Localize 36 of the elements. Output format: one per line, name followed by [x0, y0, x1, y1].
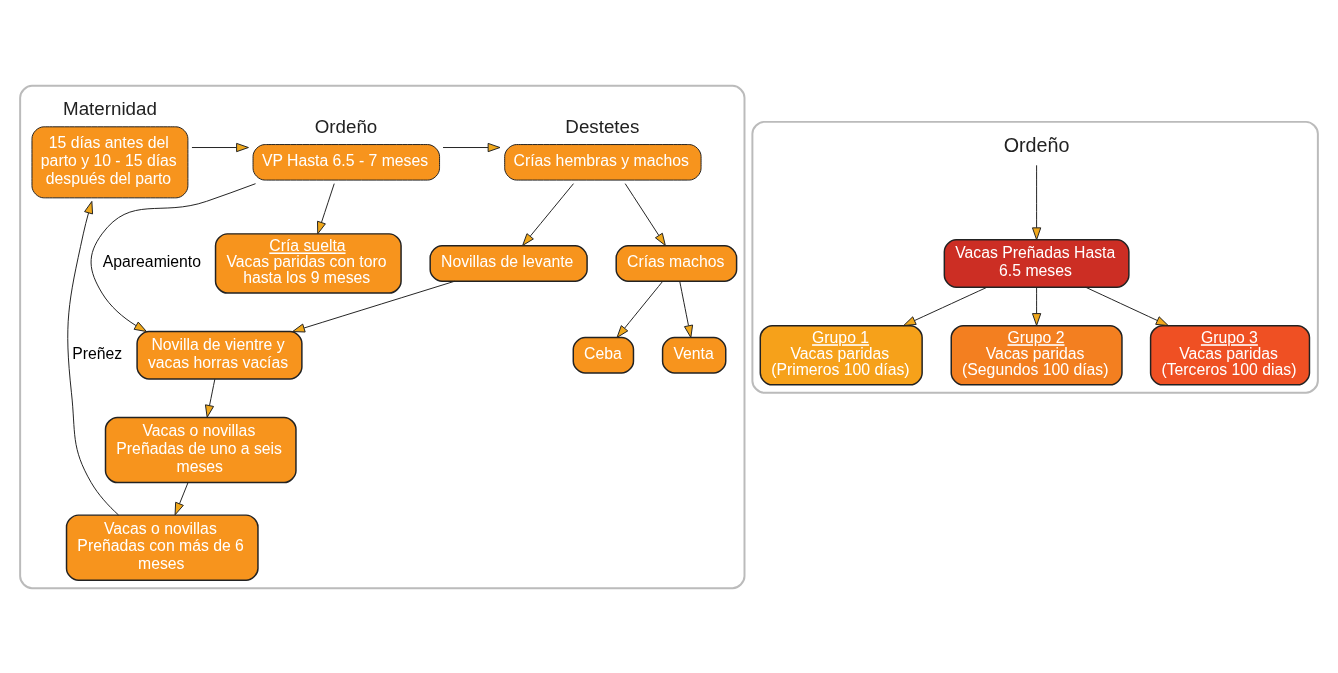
cluster: [19, 84, 746, 589]
node-box: Novillas de levante: [429, 244, 588, 282]
arrow: [67, 200, 120, 516]
node-box: Vacas Preñadas Hasta 6.5 meses: [943, 238, 1130, 288]
arrow: [624, 182, 666, 246]
edge-label: Apareamiento: [102, 252, 201, 270]
arrow: [174, 481, 189, 515]
arrow: [1031, 164, 1042, 240]
arrow: [1085, 286, 1169, 326]
arrow: [317, 182, 335, 234]
node-box: Cría suelta Vacas paridas con toro hasta los 9 meses: [214, 232, 402, 294]
node-label: Ordeño: [314, 115, 378, 137]
cluster: [751, 120, 1319, 394]
node-box: Grupo 2 Vacas paridas (Segundos 100 días): [950, 324, 1123, 386]
arrow: [292, 280, 456, 332]
arrow: [90, 182, 256, 332]
arrow: [522, 182, 574, 246]
node-box: Grupo 1 Vacas paridas (Primeros 100 días): [759, 324, 923, 386]
node-label: Destetes: [565, 115, 640, 137]
edge-label: Preñez: [72, 344, 123, 362]
arrow: [903, 286, 988, 326]
node-box: Vacas o novillas Preñadas de uno a seis meses: [104, 416, 297, 483]
node-box: Venta: [661, 336, 727, 374]
node-box: Novilla de vientre y vacas horras vacías: [136, 330, 303, 380]
node-box: Crías machos: [615, 244, 738, 282]
node-text: Ordeño: [1003, 133, 1070, 156]
node-box: Vacas o novillas Preñadas con más de 6 meses: [65, 513, 259, 581]
arrow: [679, 280, 694, 338]
arrow: [191, 142, 249, 152]
arrow: [616, 280, 664, 338]
arrow: [442, 142, 501, 152]
arrow: [1031, 286, 1042, 326]
node-box: Ceba: [572, 336, 635, 374]
node-label: Maternidad: [63, 97, 157, 119]
arrow: [204, 378, 216, 418]
node-box: Grupo 3 Vacas paridas (Terceros 100 dias): [1149, 324, 1311, 386]
